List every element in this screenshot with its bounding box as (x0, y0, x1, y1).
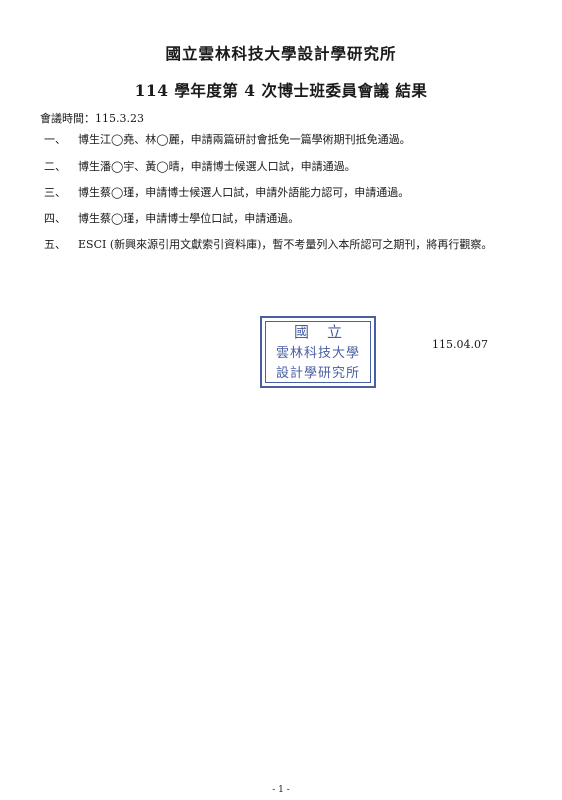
item-number: 五、 (44, 238, 66, 251)
item-text: ESCI (新興來源引用文獻索引資料庫)，暫不考量列入本所認可之期刊，將再行觀察… (78, 238, 493, 251)
document-date: 115.04.07 (432, 338, 488, 351)
page-number: - 1 - (272, 785, 290, 795)
resolution-item-2: 二、 博生潘◯宇、黃◯晴，申請博士候選人口試，申請通過。 (44, 155, 524, 179)
meeting-title: 114 學年度第 4 次博士班委員會議 結果 (134, 81, 428, 100)
official-seal-stamp: 國立 雲林科技大學 設計學研究所 (260, 316, 376, 388)
stamp-line-1: 國立 (293, 323, 360, 341)
resolution-item-3: 三、 博生蔡◯瑾，申請博士候選人口試，申請外語能力認可，申請通過。 (44, 181, 524, 205)
item-number: 三、 (44, 186, 66, 199)
item-number: 四、 (44, 212, 66, 225)
institute-title: 國立雲林科技大學設計學研究所 (165, 44, 397, 63)
item-number: 一、 (44, 133, 66, 146)
item-text: 博生江◯堯、林◯麗，申請兩篇研討會抵免一篇學術期刊抵免通過。 (78, 133, 411, 146)
stamp-line-2: 雲林科技大學 (275, 346, 360, 361)
stamp-line-3: 設計學研究所 (275, 366, 360, 381)
resolution-item-4: 四、 博生蔡◯瑾，申請博士學位口試，申請通過。 (44, 207, 524, 231)
stamp-inner-border (265, 321, 371, 383)
meeting-time: 會議時間：115.3.23 (40, 112, 144, 125)
item-text: 博生蔡◯瑾，申請博士學位口試，申請通過。 (78, 212, 300, 225)
item-number: 二、 (44, 160, 66, 173)
item-text: 博生蔡◯瑾，申請博士候選人口試，申請外語能力認可，申請通過。 (78, 186, 410, 199)
item-text: 博生潘◯宇、黃◯晴，申請博士候選人口試，申請通過。 (78, 160, 356, 173)
resolution-item-5: 五、 ESCI (新興來源引用文獻索引資料庫)，暫不考量列入本所認可之期刊，將再… (44, 233, 524, 257)
resolution-item-1: 一、 博生江◯堯、林◯麗，申請兩篇研討會抵免一篇學術期刊抵免通過。 (44, 128, 524, 152)
